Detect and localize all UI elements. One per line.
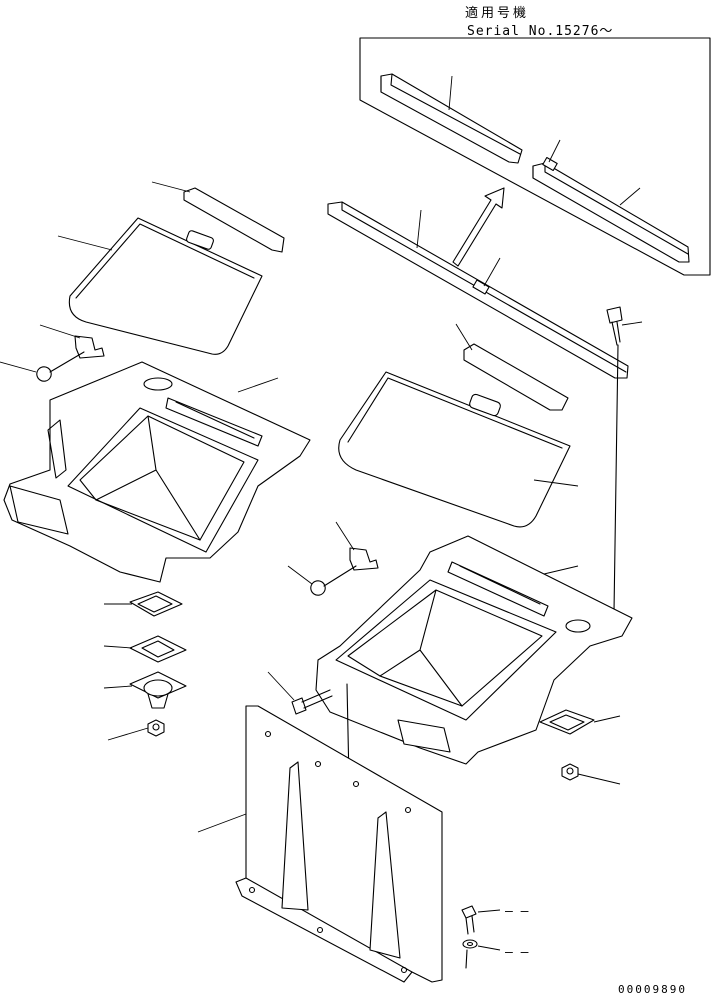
serial-number-label: Serial No.15276～ — [467, 24, 614, 39]
inset-rail-upper — [380, 73, 523, 164]
replacement-arrow — [452, 187, 505, 267]
bolt-callout-dash: – – — [505, 904, 529, 919]
main-rail — [327, 201, 629, 379]
left-rail-cover — [151, 181, 285, 253]
left-clip — [0, 324, 105, 382]
left-console — [3, 361, 311, 583]
right-lid — [338, 371, 579, 528]
right-speaker-nut — [561, 763, 621, 785]
applicability-label: 適用号機 — [465, 6, 530, 21]
bolt-upper-right — [606, 306, 643, 613]
left-speaker-nut — [107, 719, 165, 741]
serial-inset-box — [359, 37, 711, 276]
right-speaker-cover — [539, 709, 621, 735]
back-panel — [197, 705, 443, 983]
right-console — [315, 535, 633, 765]
left-speaker-gasket — [103, 635, 187, 663]
washer-callout-dash: – – — [505, 945, 529, 960]
left-lid — [57, 217, 263, 355]
right-rail-cover — [455, 323, 569, 411]
left-speaker — [103, 671, 187, 709]
figure-number: 00009890 — [618, 983, 687, 996]
bottom-bolt — [461, 905, 501, 935]
right-clip — [287, 521, 379, 596]
inset-rail-lower — [532, 139, 690, 263]
bottom-washer — [462, 939, 501, 969]
left-speaker-cover — [104, 591, 183, 617]
